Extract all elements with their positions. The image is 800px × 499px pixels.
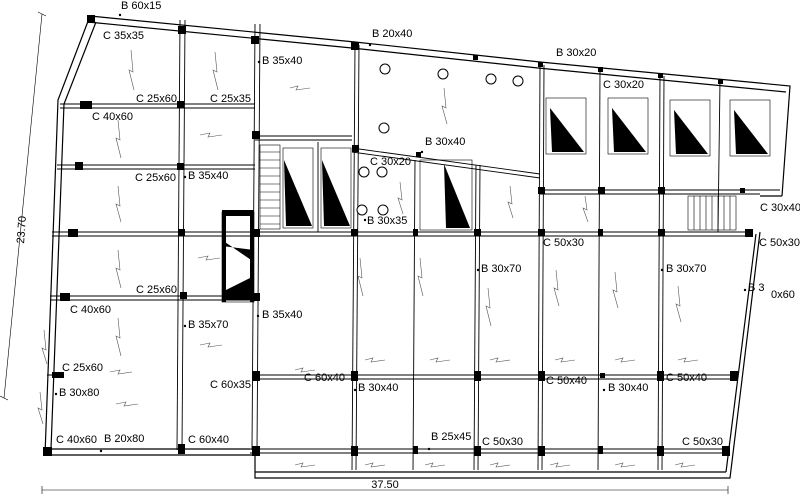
label-5: B 35x40	[262, 55, 302, 67]
label-3: B 20x40	[372, 28, 412, 40]
label-7: C 25x35	[210, 93, 251, 105]
label-21: B 3	[748, 282, 765, 294]
label-26: C 25x60	[62, 362, 103, 374]
label-39: C 50x30	[682, 436, 723, 448]
label-6: C 25x60	[136, 93, 177, 105]
outer-walls	[44, 15, 791, 479]
label-22: 0x60	[771, 289, 795, 301]
label-38: C 50x30	[482, 436, 523, 448]
label-11: C 30x20	[370, 156, 411, 168]
label-12: C 25x60	[135, 172, 176, 184]
label-23: C 40x60	[70, 304, 111, 316]
label-2: C 35x35	[103, 30, 144, 42]
label-4: B 30x20	[556, 47, 596, 59]
shafts	[221, 97, 771, 303]
label-17: C 50x30	[759, 237, 800, 249]
label-31: B 30x40	[358, 382, 398, 394]
label-19: B 30x70	[666, 263, 706, 275]
label-25: B 35x70	[188, 319, 228, 331]
label-28: C 50x40	[546, 375, 587, 387]
skylights	[356, 63, 524, 216]
dimension-height: 23.70	[15, 216, 29, 244]
structural-labels: B 60x15 C 35x35 B 20x40 B 30x20 B 35x40 …	[56, 0, 800, 448]
label-32: B 30x40	[608, 382, 648, 394]
dimension-width: 37.50	[371, 479, 399, 491]
label-markers	[54, 13, 747, 453]
label-8: C 30x20	[603, 79, 644, 91]
beam-lines	[47, 19, 780, 471]
label-33: B 30x80	[59, 387, 99, 399]
label-15: C 30x40	[760, 202, 800, 214]
label-27: C 60x40	[304, 372, 345, 384]
label-34: C 40x60	[56, 434, 97, 446]
label-1: B 60x15	[121, 0, 161, 12]
label-24: B 35x40	[262, 309, 302, 321]
label-16: C 50x30	[543, 237, 584, 249]
label-29: C 50x40	[666, 372, 707, 384]
label-36: C 60x40	[188, 434, 229, 446]
label-14: B 30x35	[367, 215, 407, 227]
label-30: C 60x35	[210, 379, 251, 391]
label-37: B 25x45	[431, 431, 471, 443]
label-13: B 35x40	[188, 170, 228, 182]
dimension-lines: 23.70 37.50	[0, 11, 729, 494]
label-35: B 20x80	[104, 433, 144, 445]
label-20: C 25x60	[136, 284, 177, 296]
label-10: B 30x40	[425, 136, 465, 148]
label-9: C 40x60	[92, 111, 133, 123]
slab-arrows	[37, 49, 699, 468]
label-18: B 30x70	[481, 263, 521, 275]
stairs	[259, 144, 737, 231]
columns	[43, 15, 753, 456]
